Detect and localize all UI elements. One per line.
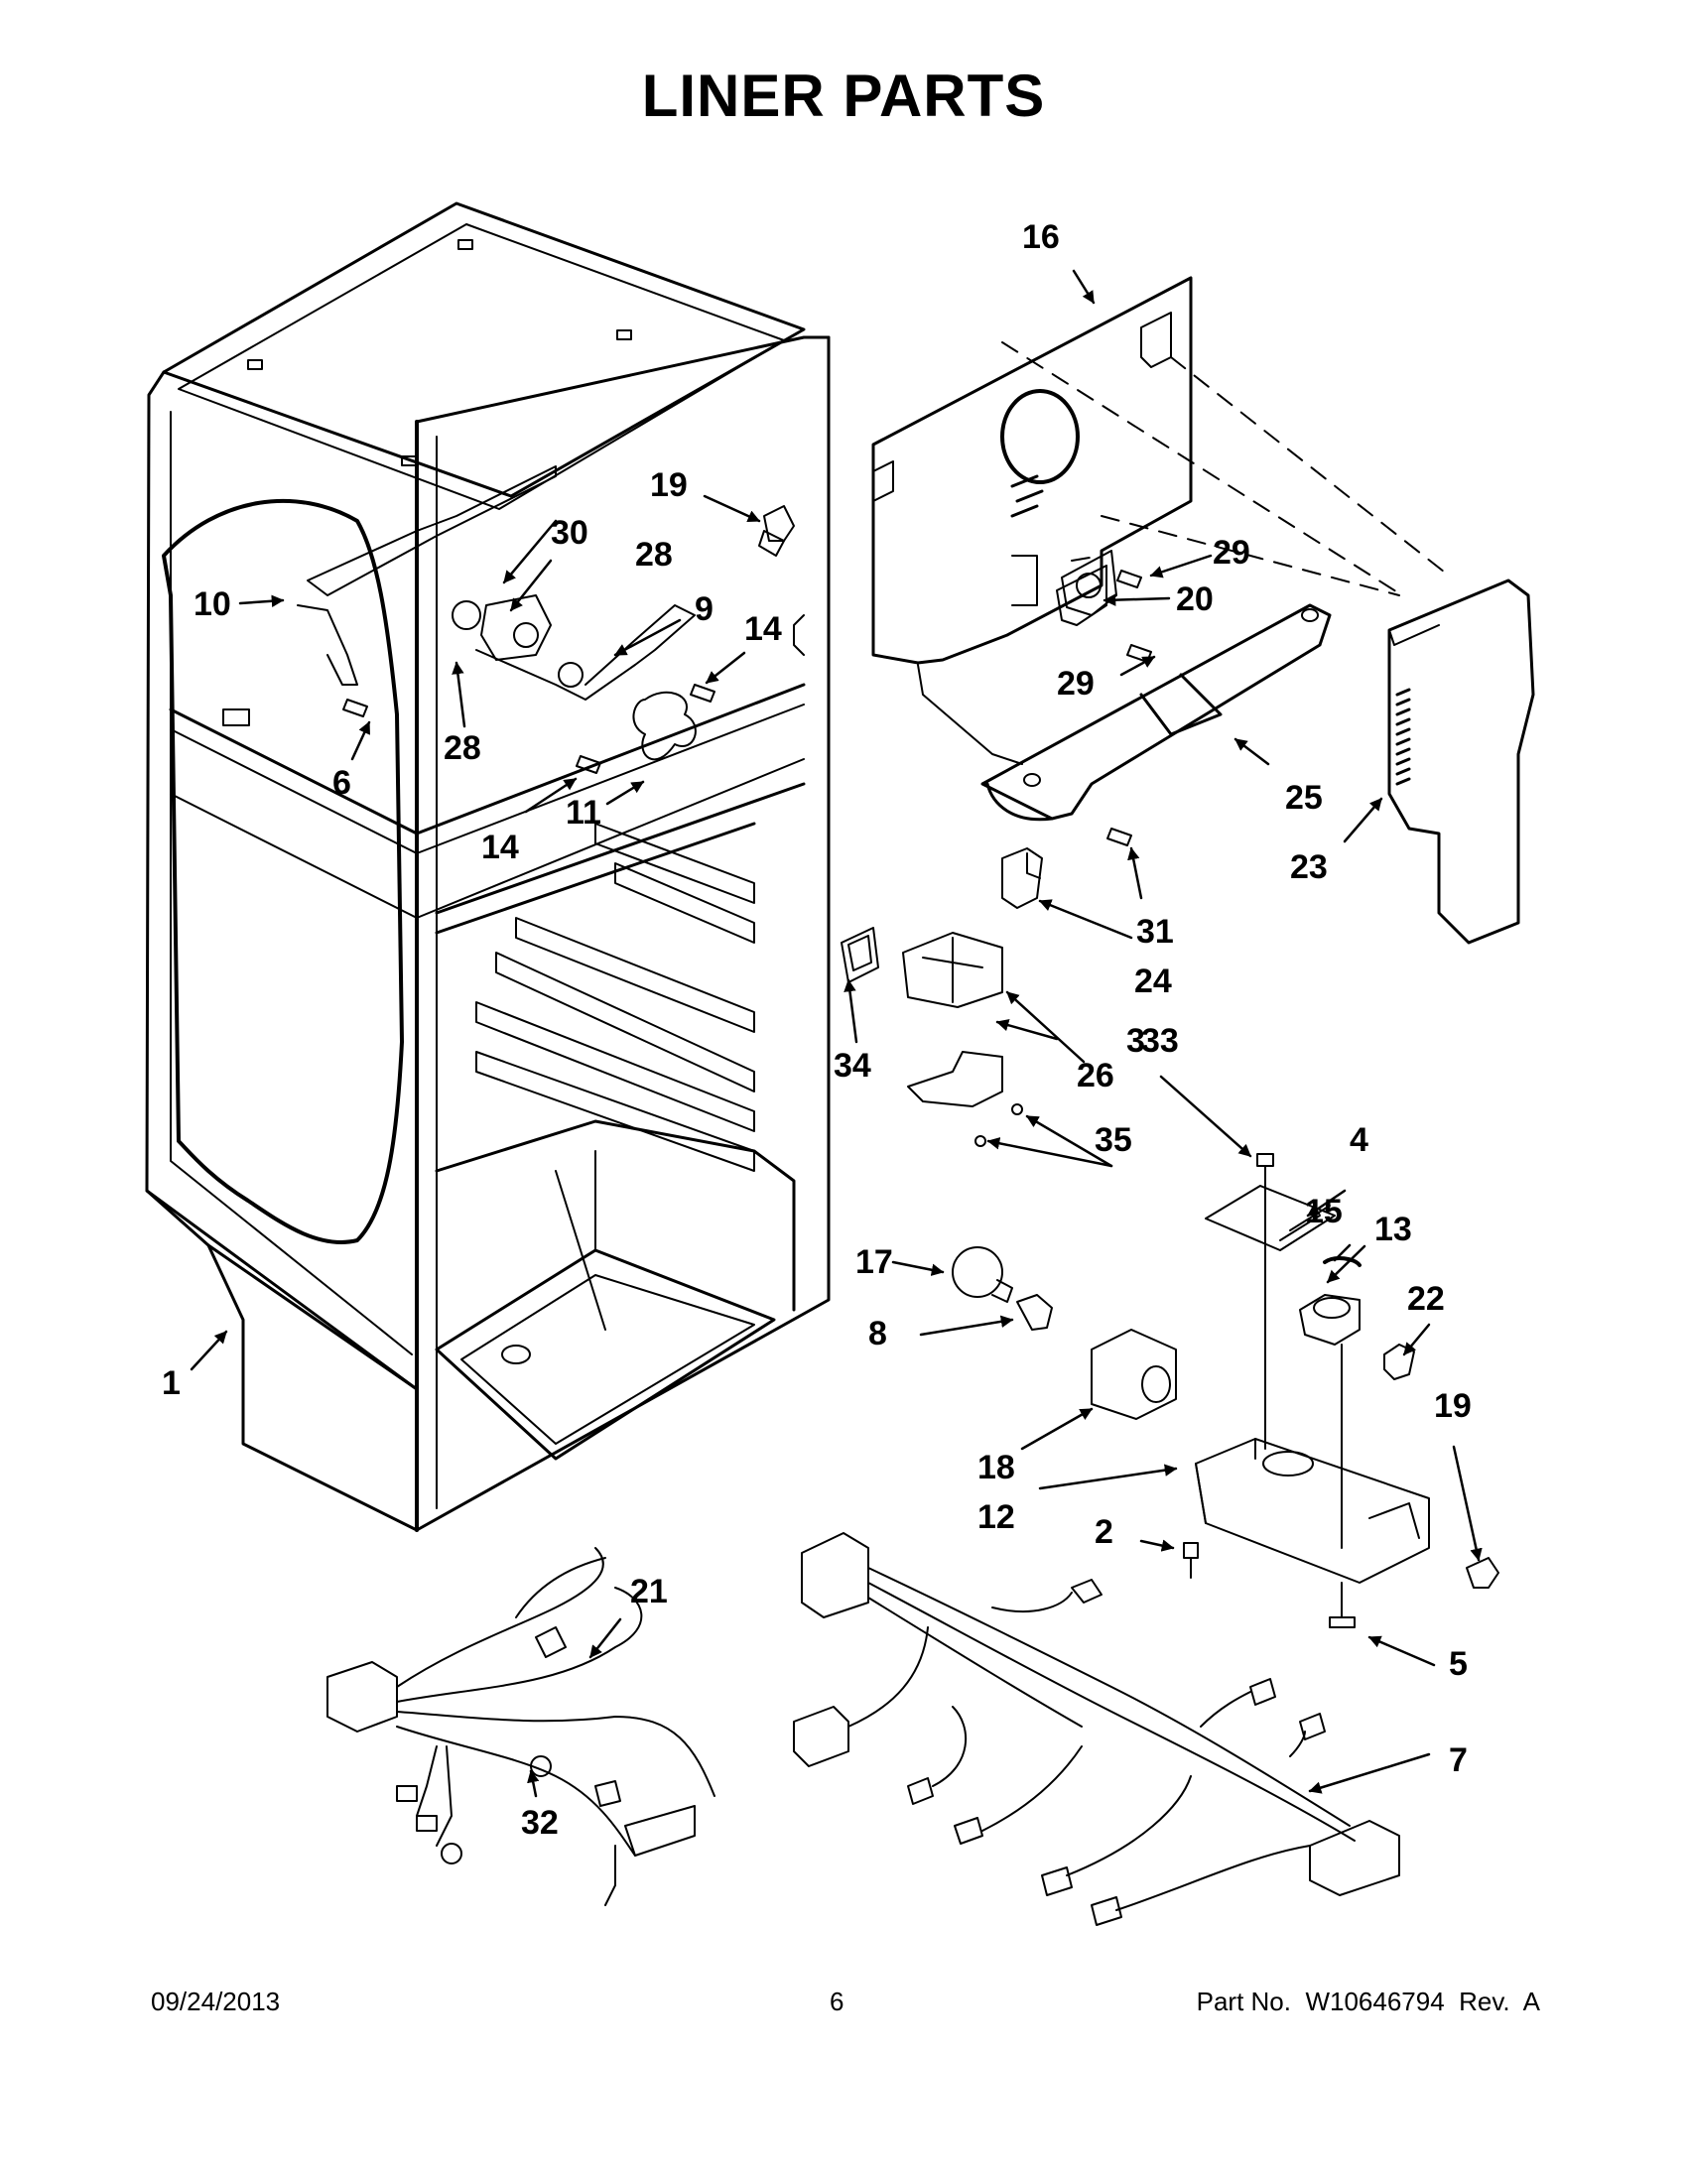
callout-19a: 19 xyxy=(650,466,688,504)
callout-20: 20 xyxy=(1176,580,1214,618)
callout-28b: 28 xyxy=(444,729,481,767)
air-duct-hood xyxy=(980,603,1332,822)
callout-labels: 1 2 3 4 5 6 7 8 9 10 11 12 13 14 14 15 1… xyxy=(162,218,1472,1842)
fan-motor-assembly xyxy=(297,465,697,761)
callout-4: 4 xyxy=(1350,1121,1368,1159)
wire-harness-7 xyxy=(793,1532,1400,1926)
callout-26: 26 xyxy=(1077,1057,1114,1094)
cabinet-screws xyxy=(342,530,785,774)
callout-12: 12 xyxy=(977,1498,1015,1536)
callout-17: 17 xyxy=(855,1243,893,1281)
footer-page-number: 6 xyxy=(830,1987,844,2016)
leader-lines xyxy=(190,269,1483,1798)
callout-3: 3 xyxy=(1126,1022,1145,1060)
callout-24: 24 xyxy=(1134,963,1172,1000)
footer-part-number: Part No. W10646794 Rev. A xyxy=(1196,1987,1540,2016)
callout-21: 21 xyxy=(630,1573,668,1610)
callout-2: 2 xyxy=(1095,1513,1113,1551)
callout-19b: 19 xyxy=(1434,1387,1472,1425)
callout-28a: 28 xyxy=(635,536,673,574)
evaporator-cover xyxy=(871,276,1450,765)
callout-31: 31 xyxy=(1136,913,1174,951)
callout-32: 32 xyxy=(521,1804,559,1842)
callout-9: 9 xyxy=(695,590,714,628)
control-housing xyxy=(1387,578,1535,945)
callout-15: 15 xyxy=(1305,1193,1343,1230)
liner-cabinet xyxy=(145,201,831,1532)
callout-6: 6 xyxy=(332,764,351,802)
callout-33: 33 xyxy=(1141,1022,1179,1060)
callout-14a: 14 xyxy=(744,610,782,648)
page-title: LINER PARTS xyxy=(641,63,1046,129)
callout-35: 35 xyxy=(1095,1121,1132,1159)
callout-29a: 29 xyxy=(1213,534,1250,572)
callout-11: 11 xyxy=(566,794,601,832)
callout-8: 8 xyxy=(868,1315,887,1352)
callout-18: 18 xyxy=(977,1449,1015,1486)
callout-1: 1 xyxy=(162,1364,181,1402)
footer-date: 09/24/2013 xyxy=(151,1987,281,2016)
callout-7: 7 xyxy=(1449,1741,1468,1779)
callout-10: 10 xyxy=(194,585,231,623)
callout-30: 30 xyxy=(551,514,588,552)
callout-5: 5 xyxy=(1449,1645,1468,1683)
callout-13: 13 xyxy=(1374,1211,1412,1248)
callout-23: 23 xyxy=(1290,848,1328,886)
callout-34: 34 xyxy=(834,1047,871,1085)
callout-22: 22 xyxy=(1407,1280,1445,1318)
callout-29b: 29 xyxy=(1057,665,1095,703)
callout-25: 25 xyxy=(1285,779,1323,817)
callout-16: 16 xyxy=(1022,218,1060,256)
callout-14b: 14 xyxy=(481,829,519,866)
